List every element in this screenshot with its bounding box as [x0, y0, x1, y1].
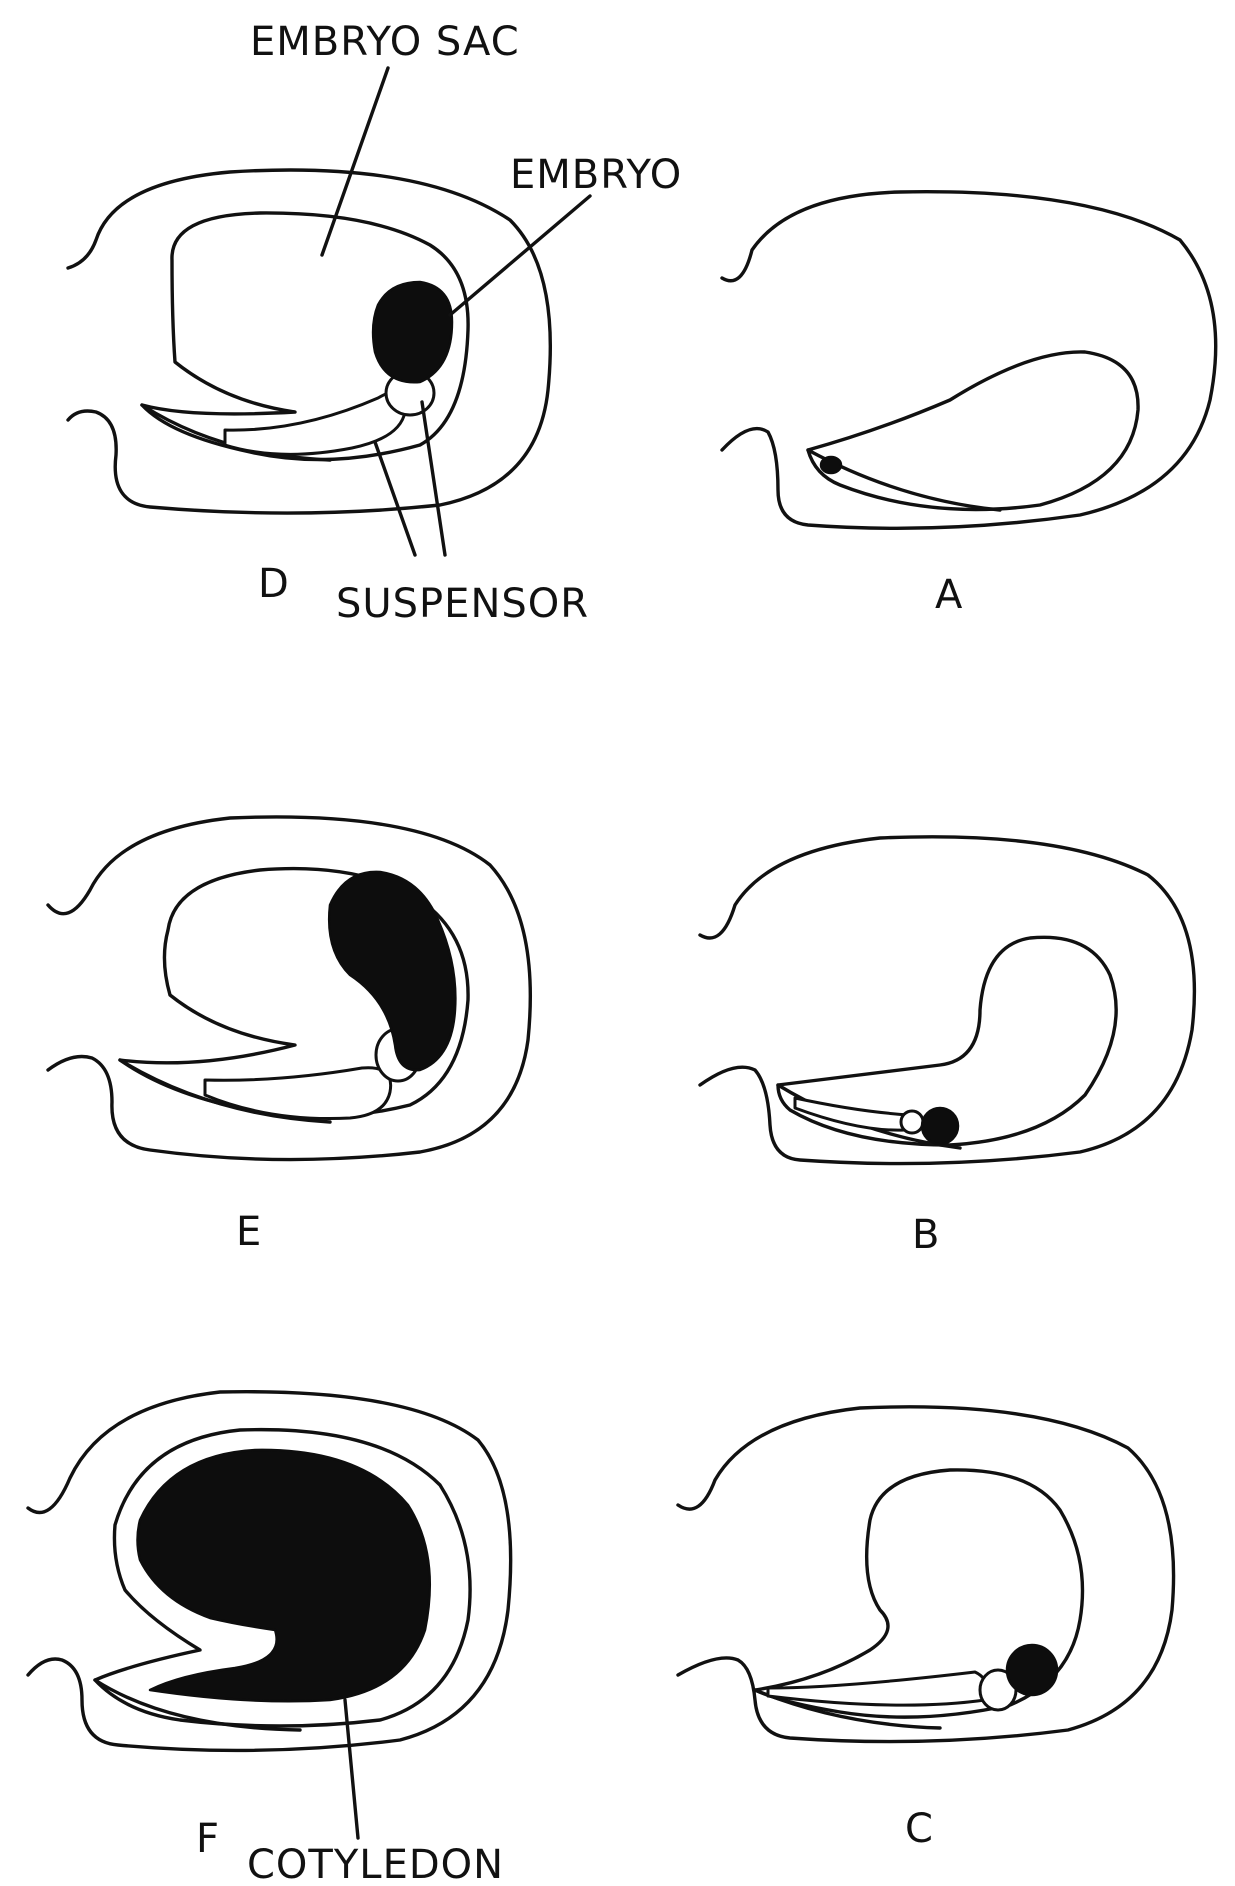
panel-d-outer-ovule: [68, 170, 550, 513]
panel-d-suspensor-leader-1: [375, 442, 415, 555]
panel-a-outer-ovule: [722, 192, 1216, 529]
panel-d-embryo-leader: [450, 196, 590, 315]
panel-d-suspensor-tube: [225, 391, 406, 455]
panel-b-embryo: [922, 1108, 958, 1144]
panel-label-b: B: [912, 1212, 940, 1258]
panel-c: C: [678, 1407, 1174, 1852]
panel-c-suspensor-tube: [768, 1672, 987, 1705]
panel-label-a: A: [935, 572, 963, 618]
panel-a-embryo-sac: [808, 352, 1138, 510]
panel-e: E: [48, 817, 530, 1255]
panel-d-embryo-sac-leader: [322, 68, 388, 255]
label-suspensor: SUSPENSOR: [336, 581, 589, 627]
panel-label-d: D: [258, 561, 290, 607]
panel-b-suspensor-tube: [795, 1098, 913, 1130]
panel-label-e: E: [236, 1209, 262, 1255]
panel-c-embryo: [1007, 1645, 1057, 1695]
panel-f: COTYLEDON F: [28, 1392, 511, 1881]
label-cotyledon: COTYLEDON: [247, 1842, 504, 1881]
label-embryo-sac: EMBRYO SAC: [250, 19, 520, 65]
panel-label-f: F: [196, 1816, 220, 1862]
panel-a-zygote: [821, 457, 841, 473]
panel-f-cotyledon-embryo: [138, 1450, 430, 1701]
panel-f-cotyledon-leader: [345, 1700, 358, 1838]
panel-b-suspensor-cell: [901, 1111, 923, 1133]
panel-e-suspensor-tube: [205, 1068, 391, 1119]
panel-a: A: [722, 192, 1216, 618]
panel-d-embryo: [373, 282, 452, 382]
label-embryo: EMBRYO: [510, 152, 682, 198]
panel-d: EMBRYO SAC EMBRYO SUSPENSOR D: [68, 19, 682, 627]
panel-b: B: [700, 837, 1194, 1258]
panel-label-c: C: [905, 1806, 934, 1852]
